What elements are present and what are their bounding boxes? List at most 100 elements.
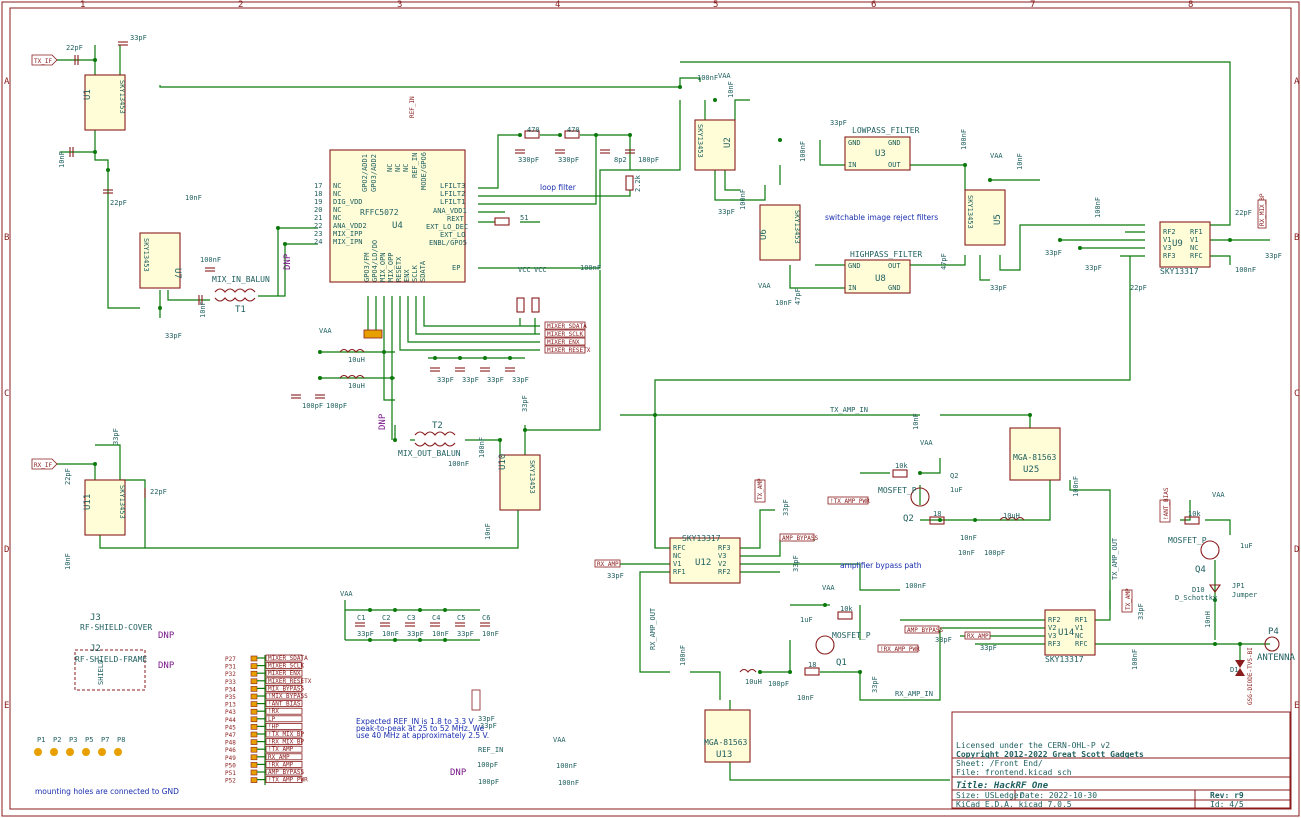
test-point-net: !RX_AMP <box>268 761 294 768</box>
svg-text:RFC: RFC <box>673 544 686 552</box>
test-point-pad <box>250 655 258 662</box>
test-point-ref: P27 <box>225 656 236 663</box>
vaa-q1: VAA <box>822 584 835 592</box>
c38-cap: 33pF <box>1045 249 1062 257</box>
cap-ref: C2 <box>382 614 390 622</box>
c43-cap: 22pF <box>1130 284 1147 292</box>
svg-text:33pF: 33pF <box>990 284 1007 292</box>
cap-ref: C5 <box>457 614 465 622</box>
svg-text:V1: V1 <box>1163 236 1171 244</box>
svg-text:100pF: 100pF <box>478 778 499 786</box>
c44-cap: 100nF <box>1235 266 1256 274</box>
svg-text:10k: 10k <box>840 605 853 613</box>
svg-text:!RX_AMP_PWR: !RX_AMP_PWR <box>880 646 920 653</box>
svg-text:DNP: DNP <box>450 768 467 778</box>
r3-res: 2.2k <box>625 174 642 192</box>
ref-in-net: REF_IN <box>409 96 416 118</box>
svg-text:V2: V2 <box>718 560 726 568</box>
amp-bypass-note: amplifier bypass path <box>840 561 922 570</box>
vcc-label-2: VCC <box>534 266 547 274</box>
svg-text:GND: GND <box>848 139 861 147</box>
svg-text:OUT: OUT <box>888 161 901 169</box>
svg-text:RF2: RF2 <box>1048 616 1061 624</box>
svg-text:RF2: RF2 <box>1163 228 1176 236</box>
svg-text:33pF: 33pF <box>462 376 479 384</box>
c41-cap: 100pF <box>291 394 323 410</box>
svg-text:10nF: 10nF <box>58 151 66 168</box>
svg-text:10nF: 10nF <box>484 523 492 540</box>
r42-res: 18 <box>804 661 820 676</box>
svg-text:33pF: 33pF <box>112 428 120 445</box>
svg-text:RF-SHIELD-COVER: RF-SHIELD-COVER <box>80 623 152 632</box>
u1-switch: SKY13453 U1 <box>83 74 126 131</box>
svg-text:33pF: 33pF <box>607 572 624 580</box>
svg-text:P5: P5 <box>85 736 93 744</box>
test-point-ref: P13 <box>225 702 236 709</box>
test-point-net: !TX_AMP <box>268 746 294 753</box>
c42-cap: 100pF <box>315 394 347 410</box>
t1-balun: MIX_IN_BALUN T1 <box>212 275 270 315</box>
svg-text:22: 22 <box>314 222 322 230</box>
u4-mixer: RFFC5072 U4 NC NC DIG_VDD NC NC ANA_VDD2… <box>314 149 468 283</box>
cap-value: 33pF <box>457 630 474 638</box>
svg-text:RF3: RF3 <box>1048 640 1061 648</box>
mixer-resetx-label: MIXER_RESETX <box>544 345 591 354</box>
c7-cap: 33pF <box>118 34 147 46</box>
c52-cap: 100pF <box>768 680 789 688</box>
test-point-pad <box>250 762 258 768</box>
svg-text:100nF: 100nF <box>1072 476 1080 497</box>
svg-text:10nF: 10nF <box>1016 153 1024 170</box>
test-point-pad <box>250 724 258 730</box>
amp-bypass-label-bottom: AMP_BYPASS <box>904 625 944 634</box>
cap-ref: C6 <box>482 614 490 622</box>
c26-cap: 47pF <box>940 253 948 270</box>
svg-text:V1: V1 <box>673 560 681 568</box>
svg-text:NC: NC <box>402 164 410 172</box>
vaa-q2: VAA <box>920 439 933 447</box>
c50-cap: 100nF <box>679 645 687 666</box>
svg-text:100nF: 100nF <box>556 762 577 770</box>
mix-bypass-label: RX_MIX_BP <box>1257 193 1267 229</box>
tx-amp-pwr-label: !TX_AMP_PWR <box>827 496 870 505</box>
vaa-u2: VAA <box>718 72 731 80</box>
c22-cap: 10nF <box>185 194 202 202</box>
svg-text:100nF: 100nF <box>1131 649 1139 670</box>
c58-cap: 33pF <box>782 499 790 516</box>
svg-text:GSG-DIODE-TVS-BI: GSG-DIODE-TVS-BI <box>1247 647 1254 705</box>
u5-switch: SKY13453 U5 <box>964 189 1006 246</box>
svg-text:U12: U12 <box>695 558 711 568</box>
svg-text:18: 18 <box>808 661 816 669</box>
c37-cap: 33pF <box>505 367 529 384</box>
c57-cap: 33pF <box>792 555 800 572</box>
test-point-pad <box>250 777 258 783</box>
c160-cap: 100pF <box>984 549 1005 557</box>
c51-cap: 22pF <box>144 488 167 498</box>
svg-text:ANA_VDD1: ANA_VDD1 <box>433 207 467 215</box>
svg-text:ANA_VDD2: ANA_VDD2 <box>333 222 367 230</box>
c53-cap: 1uF <box>800 616 813 624</box>
svg-text:RX_AMP: RX_AMP <box>967 633 989 640</box>
test-point-pad <box>250 701 258 707</box>
svg-text:100nF: 100nF <box>448 460 469 468</box>
svg-text:U13: U13 <box>716 750 732 760</box>
svg-text:SKY13453: SKY13453 <box>118 80 126 114</box>
u11-switch: U11 SKY13453 <box>83 479 126 536</box>
rx-amp-pwr-label: !RX_AMP_PWR <box>877 644 920 653</box>
svg-text:33pF: 33pF <box>1137 603 1145 620</box>
svg-text:SKY13453: SKY13453 <box>118 485 126 519</box>
svg-text:D1: D1 <box>1230 666 1238 674</box>
svg-text:33pF: 33pF <box>480 722 497 730</box>
vcc-label-1: VCC <box>518 266 531 274</box>
r4-res: 51 <box>494 214 528 226</box>
svg-text:100nF: 100nF <box>697 74 718 82</box>
col-7: 7 <box>1030 0 1035 10</box>
svg-text:V3: V3 <box>1163 244 1171 252</box>
svg-text:GPO3/ADD2: GPO3/ADD2 <box>370 154 378 192</box>
test-point-pad <box>250 754 258 761</box>
mounting-holes: P1 P2 P3 P5 P7 P8 mounting holes are con… <box>34 736 179 796</box>
mixer-sdata-label: MIXER_SDATA <box>544 321 587 330</box>
cap-value: 33pF <box>357 630 374 638</box>
